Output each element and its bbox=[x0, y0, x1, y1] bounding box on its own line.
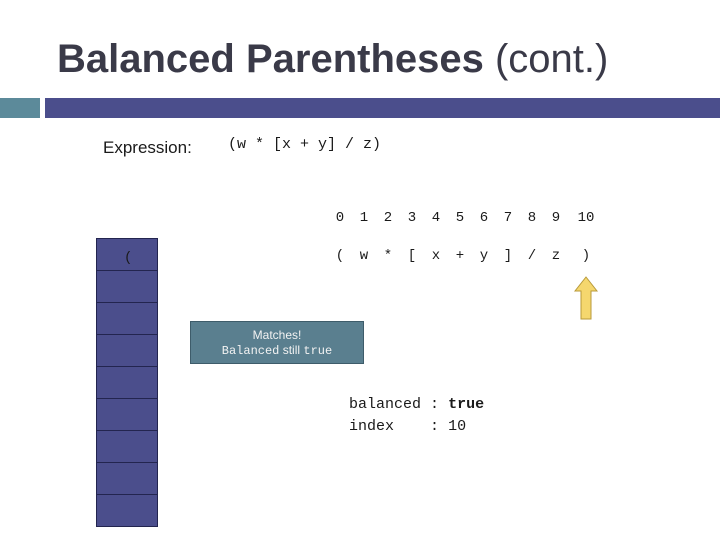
char-cell-4: x bbox=[431, 248, 441, 264]
expression-text: (w * [x + y] / z) bbox=[228, 136, 382, 153]
match-note-balanced: Balanced bbox=[221, 344, 280, 358]
index-cell-2: 2 bbox=[383, 210, 393, 226]
stack-top-item: ( bbox=[124, 250, 133, 266]
stack-cell bbox=[96, 239, 158, 271]
char-cell-6: y bbox=[479, 248, 489, 264]
index-cell-5: 5 bbox=[455, 210, 465, 226]
index-cell-10: 10 bbox=[577, 210, 595, 226]
stack-cell bbox=[96, 367, 158, 399]
index-cell-1: 1 bbox=[359, 210, 369, 226]
stack bbox=[96, 238, 158, 527]
slide-title: Balanced Parentheses (cont.) bbox=[57, 30, 608, 88]
title-accent-bar-right bbox=[45, 98, 720, 118]
stack-cell bbox=[96, 335, 158, 367]
slide-title-suffix: (cont.) bbox=[483, 37, 609, 81]
char-cell-3: [ bbox=[407, 248, 417, 264]
stack-cell bbox=[96, 463, 158, 495]
stack-cell bbox=[96, 271, 158, 303]
stack-cell bbox=[96, 431, 158, 463]
char-cell-10: ) bbox=[581, 248, 591, 264]
stack-cell bbox=[96, 303, 158, 335]
match-note-true: true bbox=[303, 344, 333, 358]
char-cell-1: w bbox=[359, 248, 369, 264]
char-cell-5: + bbox=[455, 248, 465, 264]
pointer-arrow-icon bbox=[573, 276, 599, 320]
balanced-row: balanced : true bbox=[349, 394, 484, 416]
char-cell-2: * bbox=[383, 248, 393, 264]
index-var-row: index : 10 bbox=[349, 416, 484, 438]
match-note: Matches! Balanced still true bbox=[190, 321, 364, 364]
index-value: 10 bbox=[448, 418, 467, 435]
index-cell-0: 0 bbox=[335, 210, 345, 226]
index-cell-9: 9 bbox=[551, 210, 561, 226]
char-cell-9: z bbox=[551, 248, 561, 264]
stack-cell bbox=[96, 495, 158, 527]
index-sep: : bbox=[430, 418, 440, 435]
balanced-sep: : bbox=[430, 396, 440, 413]
char-cell-7: ] bbox=[503, 248, 513, 264]
char-cell-0: ( bbox=[335, 248, 345, 264]
match-note-detail: Balanced still true bbox=[191, 343, 363, 359]
index-cell-6: 6 bbox=[479, 210, 489, 226]
balanced-label: balanced bbox=[349, 396, 422, 413]
index-cell-4: 4 bbox=[431, 210, 441, 226]
expression-label: Expression: bbox=[103, 138, 192, 157]
slide-title-main: Balanced Parentheses bbox=[57, 37, 484, 81]
stack-cell bbox=[96, 399, 158, 431]
match-note-title: Matches! bbox=[252, 328, 302, 342]
char-cell-8: / bbox=[527, 248, 537, 264]
index-label: index bbox=[349, 418, 395, 435]
title-accent-bar-left bbox=[0, 98, 40, 118]
balanced-value: true bbox=[448, 396, 485, 413]
variables-panel: balanced : true index : 10 bbox=[349, 394, 484, 438]
match-note-still: still bbox=[282, 343, 301, 357]
index-cell-7: 7 bbox=[503, 210, 513, 226]
index-cell-3: 3 bbox=[407, 210, 417, 226]
index-cell-8: 8 bbox=[527, 210, 537, 226]
